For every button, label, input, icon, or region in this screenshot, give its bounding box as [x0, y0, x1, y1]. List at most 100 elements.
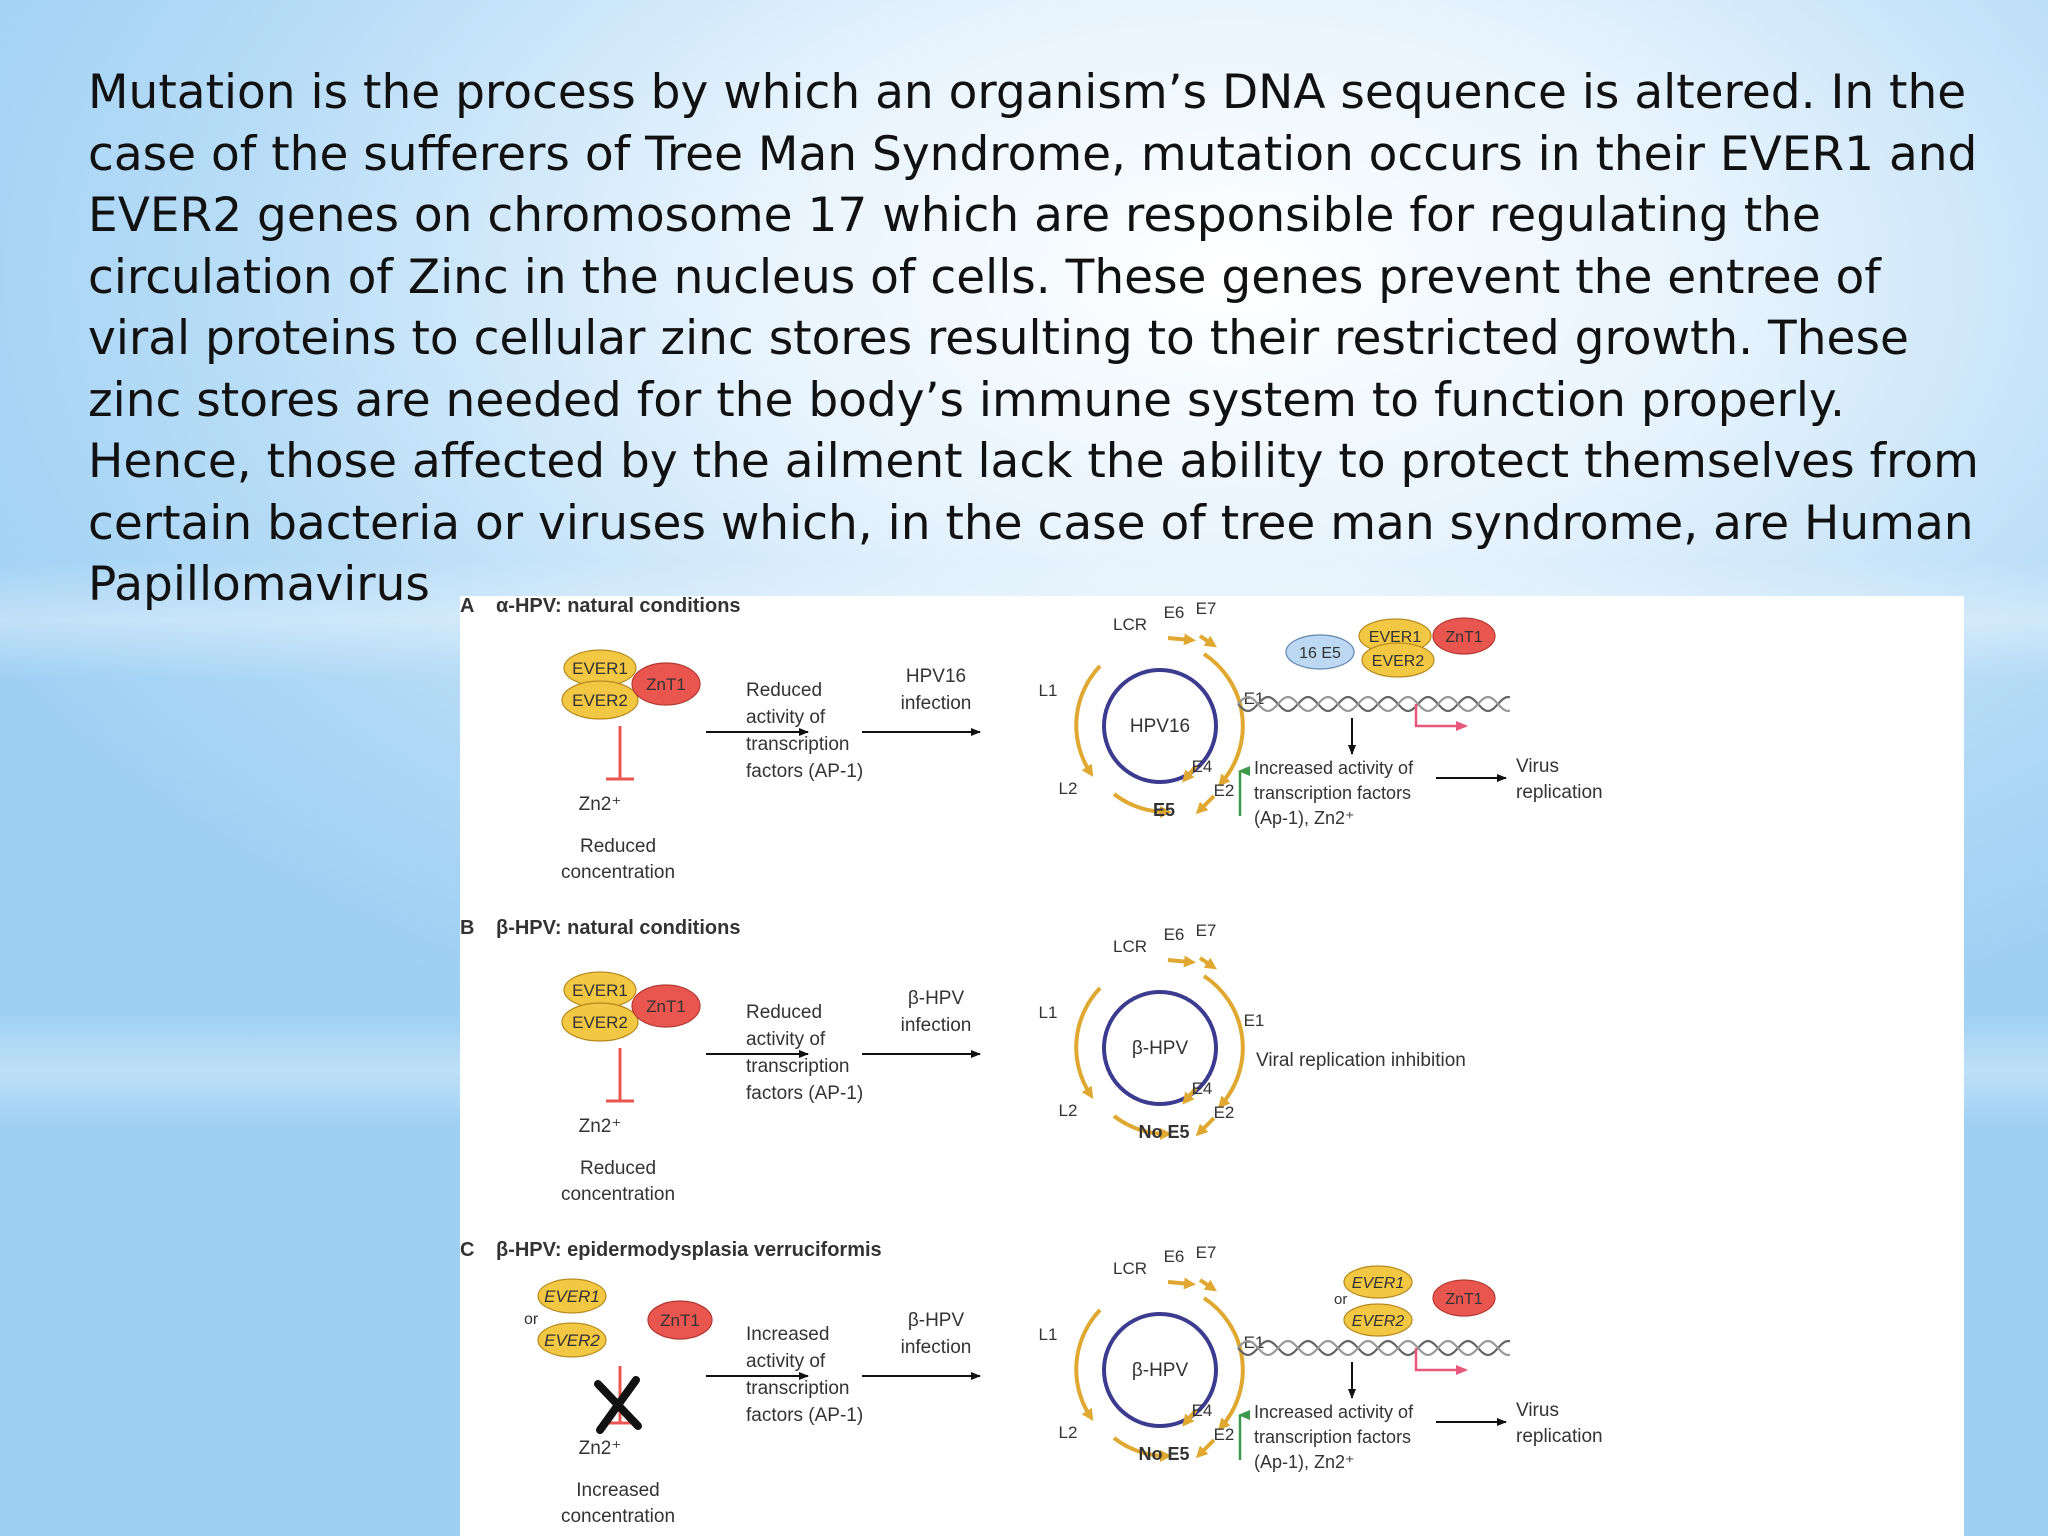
gene-label-l2: L2 — [1059, 1423, 1078, 1442]
gene-arrow-e4 — [1182, 764, 1198, 783]
gene-label-e6: E6 — [1164, 1247, 1185, 1266]
transcription-activity-label: transcription — [746, 1378, 850, 1399]
znt1-protein — [631, 984, 701, 1028]
increased-activity-label: Increased activity of — [1254, 1402, 1414, 1422]
transcription-activity-label: factors (AP-1) — [746, 761, 863, 782]
e5-label: No E5 — [1138, 1444, 1189, 1464]
ever2-protein — [561, 680, 639, 720]
e5-protein-label: 16 E5 — [1299, 645, 1341, 662]
virus-replication-label: replication — [1516, 1426, 1603, 1447]
increased-activity-label: transcription factors — [1254, 783, 1411, 803]
gene-label-e4: E4 — [1192, 1079, 1213, 1098]
ever2-protein — [561, 1002, 639, 1042]
gene-label-e7: E7 — [1196, 921, 1217, 940]
transcription-activity-label: transcription — [746, 1056, 850, 1077]
concentration-label: Increased — [576, 1480, 659, 1501]
gene-label-e1: E1 — [1244, 1011, 1265, 1030]
gene-arrow-e2 — [1195, 1438, 1216, 1459]
gene-arrow-e6 — [1167, 955, 1196, 968]
gene-arrow-l1 — [1074, 1308, 1102, 1422]
ever2-label: EVER2 — [572, 1013, 628, 1032]
gene-arrow-e4 — [1182, 1408, 1198, 1427]
infection-label: HPV16 — [906, 666, 966, 687]
gene-arrow-e2 — [1195, 794, 1216, 815]
ever2-label: EVER2 — [544, 1331, 600, 1350]
ever2-complex-protein — [1343, 1303, 1413, 1337]
virus-replication-label: Virus — [1516, 756, 1559, 777]
gene-label-l1: L1 — [1039, 1325, 1058, 1344]
znt1-complex-label: ZnT1 — [1445, 1291, 1482, 1308]
panel-title: α-HPV: natural conditions — [496, 596, 741, 617]
ever1-label: EVER1 — [544, 1287, 600, 1306]
viral-genome-ring — [1102, 990, 1218, 1106]
ever1-complex-label: EVER1 — [1352, 1275, 1404, 1292]
gene-arrow-e1 — [1202, 1296, 1245, 1431]
gene-arrow-e7 — [1198, 1278, 1217, 1292]
gene-arrow-e6 — [1167, 633, 1196, 646]
gene-arrow-l1 — [1074, 664, 1102, 778]
paragraph-line: Mutation is the process by which an orga… — [88, 65, 1967, 120]
gene-label-e4: E4 — [1192, 757, 1213, 776]
gene-arrow-e2 — [1195, 1116, 1216, 1137]
gene-arrow-e1 — [1202, 652, 1245, 787]
virus-replication-label: Virus — [1516, 1400, 1559, 1421]
ever1-complex-label: EVER1 — [1369, 629, 1422, 646]
paragraph-line: case of the sufferers of Tree Man Syndro… — [88, 126, 1978, 182]
gene-label-e2: E2 — [1214, 1103, 1235, 1122]
virus-name-label: β-HPV — [1132, 1038, 1189, 1059]
ever1-label: EVER1 — [572, 659, 628, 678]
panel-letter: A — [460, 596, 474, 617]
zinc-label: Zn2⁺ — [579, 1438, 622, 1459]
gene-label-e6: E6 — [1164, 603, 1185, 622]
concentration-label: concentration — [561, 1184, 675, 1205]
virus-name-label: β-HPV — [1132, 1360, 1189, 1381]
gene-label-l1: L1 — [1039, 681, 1058, 700]
e5-protein — [1285, 634, 1355, 670]
panel-title: β-HPV: natural conditions — [496, 917, 740, 939]
slide-paragraph: Mutation is the process by which an orga… — [88, 62, 1988, 616]
increased-activity-label: (Ap-1), Zn2⁺ — [1254, 1452, 1355, 1472]
e5-label: No E5 — [1138, 1122, 1189, 1142]
dna-helix — [1237, 1339, 1511, 1357]
viral-genome-ring — [1102, 668, 1218, 784]
infection-label: infection — [901, 1015, 972, 1036]
znt1-label: ZnT1 — [646, 675, 686, 694]
gene-label-lcr: LCR — [1113, 937, 1147, 956]
gene-label-e2: E2 — [1214, 1425, 1235, 1444]
ever1-label: EVER1 — [572, 981, 628, 1000]
znt1-label: ZnT1 — [646, 997, 686, 1016]
panel-title: β-HPV: epidermodysplasia verruciformis — [496, 1239, 882, 1261]
gene-arrow-l2 — [1112, 1114, 1172, 1140]
ever2-label: EVER2 — [572, 691, 628, 710]
transcription-activity-label: Increased — [746, 1324, 829, 1345]
gene-arrow-e4 — [1182, 1086, 1198, 1105]
viral-genome-ring — [1102, 1312, 1218, 1428]
znt1-protein — [631, 662, 701, 706]
transcription-activity-label: factors (AP-1) — [746, 1405, 863, 1426]
gene-label-l1: L1 — [1039, 1003, 1058, 1022]
gene-arrow-l2 — [1112, 792, 1172, 818]
transcription-activity-label: factors (AP-1) — [746, 1083, 863, 1104]
increased-activity-label: transcription factors — [1254, 1427, 1411, 1447]
infection-label: β-HPV — [908, 1310, 965, 1331]
gene-label-lcr: LCR — [1113, 1259, 1147, 1278]
zinc-label: Zn2⁺ — [579, 1116, 622, 1137]
paragraph-line: EVER2 genes on chromosome 17 which are r… — [88, 188, 1821, 243]
gene-label-e7: E7 — [1196, 599, 1217, 618]
infection-label: infection — [901, 1337, 972, 1358]
panel-letter: B — [460, 917, 474, 939]
ever2-protein — [537, 1322, 607, 1358]
gene-arrow-e7 — [1198, 634, 1217, 648]
znt1-label: ZnT1 — [660, 1311, 700, 1330]
ever2-complex-protein — [1361, 642, 1435, 678]
transcription-activity-label: transcription — [746, 734, 850, 755]
concentration-label: concentration — [561, 1506, 675, 1527]
gene-label-l2: L2 — [1059, 779, 1078, 798]
virus-replication-label: replication — [1516, 782, 1603, 803]
or-complex-label: or — [1334, 1291, 1347, 1308]
ever1-complex-protein — [1343, 1265, 1413, 1299]
